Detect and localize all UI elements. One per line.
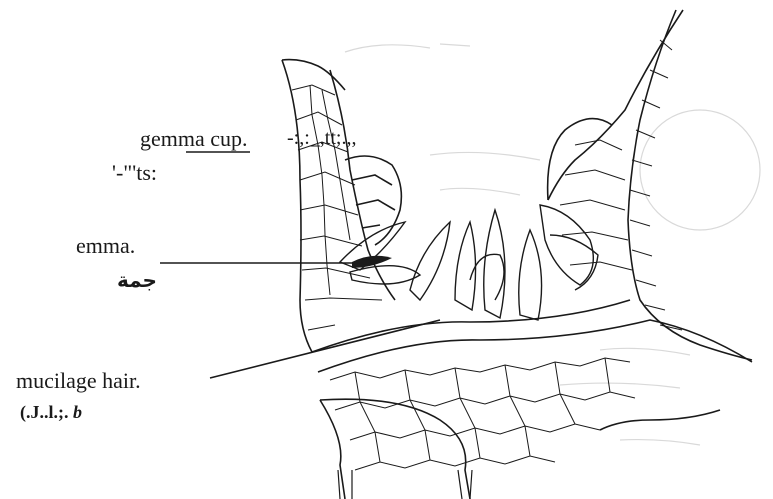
rhizoids xyxy=(338,470,472,499)
mucilage-arabic-part-b: b xyxy=(73,402,82,422)
left-bulge xyxy=(345,156,401,245)
gemma-cup-extra-text: -:,:_,tt;.,, xyxy=(287,128,356,148)
base-cells xyxy=(330,358,635,470)
mucilage-hair-arabic-label: (.J..l.;. b xyxy=(20,403,82,421)
gemma-arabic-label: جمة xyxy=(117,270,157,290)
gemma-label: emma. xyxy=(76,235,135,257)
left-wall xyxy=(282,60,395,352)
cup-base xyxy=(312,300,752,499)
gemma-cup-label: gemma cup. xyxy=(140,128,248,150)
left-wall-cells xyxy=(292,85,382,330)
mucilage-arabic-part-a: (.J..l.;. xyxy=(20,402,69,422)
right-wall-cells xyxy=(560,40,682,330)
gemma-cup-subtext: '-"'ts: xyxy=(112,162,157,184)
mucilage-hair-label: mucilage hair. xyxy=(16,370,141,392)
right-wall xyxy=(548,10,752,360)
